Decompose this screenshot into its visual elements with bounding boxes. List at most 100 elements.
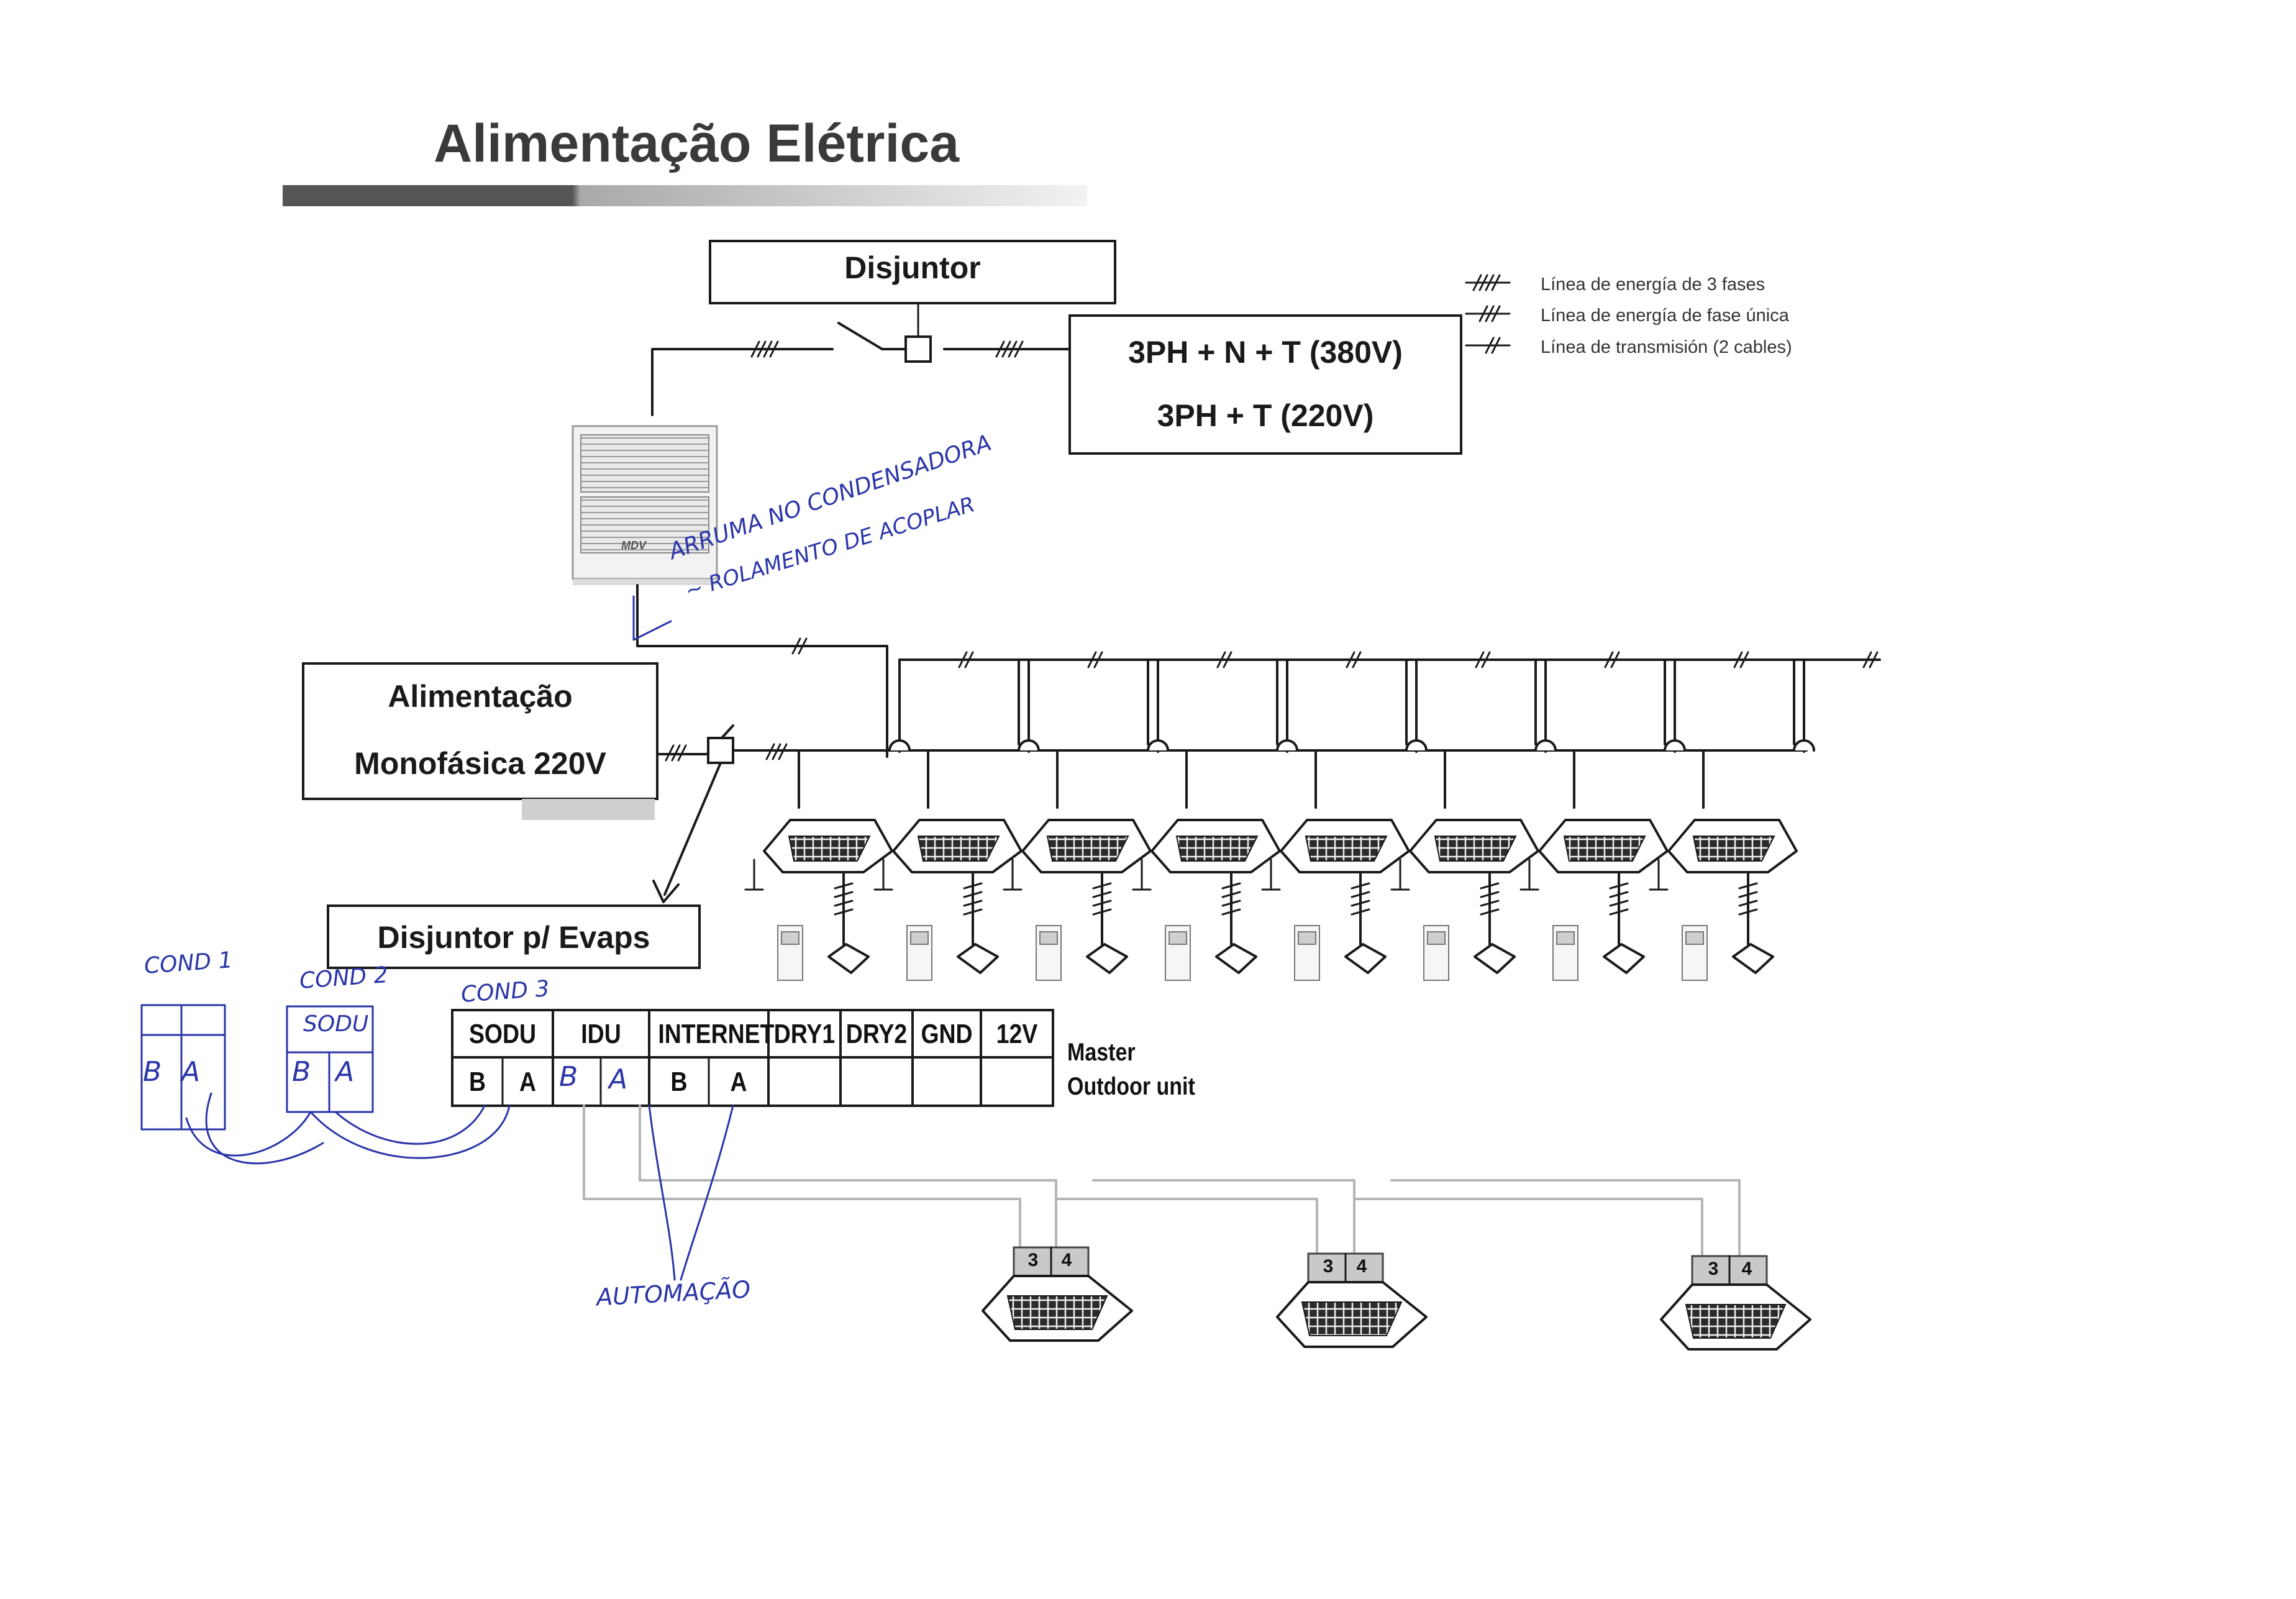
remote-control-screen-2 bbox=[910, 931, 929, 945]
evap-breaker-box bbox=[327, 904, 701, 969]
remote-wire-hatch-8-4 bbox=[1738, 908, 1758, 916]
indoor-comm-hatch-1-1 bbox=[958, 651, 968, 668]
single-phase-hatch-left-2 bbox=[671, 744, 681, 762]
single-phase-box bbox=[302, 662, 658, 800]
handwritten-wire-cond1-b bbox=[185, 1111, 312, 1157]
wired-controller-8 bbox=[1732, 943, 1774, 974]
handwritten-cond-1: COND 1 bbox=[143, 947, 234, 979]
remote-wire-hatch-7-4 bbox=[1609, 908, 1629, 916]
indoor-cassette-vent-4 bbox=[1175, 836, 1259, 862]
indoor-comm-hatch-7-2 bbox=[1739, 651, 1749, 668]
indoor-comm-hatch-5-1 bbox=[1475, 651, 1485, 668]
handwritten-wire-cond1-a bbox=[205, 1092, 324, 1165]
handwritten-cond1-box bbox=[140, 1004, 226, 1131]
remote-wire-hatch-7-1 bbox=[1609, 882, 1629, 890]
bus-crossing-arc-2 bbox=[1018, 739, 1040, 752]
remote-wire-hatch-6-3 bbox=[1480, 900, 1500, 907]
handwritten-cond-3: COND 3 bbox=[460, 976, 550, 1008]
handwritten-cond1-a: A bbox=[181, 1056, 201, 1088]
power-spec-box bbox=[1068, 314, 1462, 455]
evap-breaker-label: Disjuntor p/ Evaps bbox=[377, 920, 650, 955]
legend-hatch-1phase-2 bbox=[1485, 305, 1495, 322]
indoor-comm-hatch-6-1 bbox=[1604, 651, 1614, 668]
remote-wire-hatch-5-2 bbox=[1351, 891, 1370, 898]
bottom-cassette-vent-1 bbox=[1006, 1295, 1108, 1330]
legend-hatch-3phase-2 bbox=[1478, 274, 1488, 291]
indoor-comm-hatch-4-1 bbox=[1346, 651, 1355, 668]
legend-hatch-3phase-3 bbox=[1485, 274, 1495, 291]
handwritten-idu-a: A bbox=[609, 1064, 628, 1095]
remote-wire-hatch-2-2 bbox=[963, 891, 983, 898]
title-bar bbox=[283, 185, 1087, 206]
handwritten-cond2-box bbox=[286, 1005, 374, 1113]
handwritten-wire-internet-b bbox=[648, 1105, 676, 1281]
breaker-arrow-shaft bbox=[663, 762, 722, 896]
remote-control-screen-7 bbox=[1556, 931, 1575, 945]
page-title: Alimentação Elétrica bbox=[434, 114, 960, 173]
handwritten-wire-cond2-a bbox=[334, 1105, 486, 1145]
legend-hatch-3phase-4 bbox=[1491, 274, 1501, 291]
remote-wire-hatch-2-1 bbox=[963, 882, 983, 890]
remote-wire-hatch-1-2 bbox=[834, 891, 854, 898]
bus-crossing-arc-3 bbox=[1147, 739, 1169, 752]
indoor-comm-link-4 bbox=[1286, 658, 1408, 745]
terminal-header-idu: IDU bbox=[581, 1019, 621, 1049]
outdoor-transmission-hatch-1 bbox=[791, 637, 801, 655]
main-hatch-right-3 bbox=[1008, 340, 1018, 358]
outdoor-unit-brand: MDV bbox=[621, 539, 646, 552]
main-hatch-left-1 bbox=[750, 340, 760, 358]
legend-hatch-1phase-1 bbox=[1478, 305, 1488, 322]
legend-hatch-3phase-1 bbox=[1472, 274, 1482, 291]
legend-text-1phase: Línea de energía de fase única bbox=[1541, 306, 1789, 326]
wired-controller-3 bbox=[1086, 943, 1128, 974]
indoor-comm-hatch-6-2 bbox=[1610, 651, 1620, 668]
main-breaker-fuse bbox=[904, 335, 932, 363]
main-hatch-right-4 bbox=[1014, 340, 1024, 358]
terminal-header-dry2: DRY2 bbox=[845, 1019, 908, 1049]
remote-wire-hatch-6-2 bbox=[1480, 891, 1500, 898]
outdoor-unit-base bbox=[573, 579, 717, 585]
remote-wire-hatch-6-1 bbox=[1480, 882, 1500, 890]
cassette-3-terminal-3: 3 bbox=[1708, 1259, 1719, 1279]
legend-hatch-transmission-1 bbox=[1485, 337, 1495, 354]
remote-wire-hatch-5-3 bbox=[1351, 900, 1370, 907]
master-label-1: Master bbox=[1067, 1039, 1136, 1066]
indoor-comm-hatch-7-1 bbox=[1733, 651, 1743, 668]
terminal-header-sodu: SODU bbox=[468, 1019, 537, 1049]
remote-control-screen-4 bbox=[1168, 931, 1187, 945]
comm-line-6 bbox=[1390, 1179, 1741, 1260]
indoor-comm-hatch-1-2 bbox=[964, 651, 974, 668]
main-switch-blade bbox=[837, 322, 883, 350]
terminal-header-dry1: DRY1 bbox=[773, 1019, 836, 1049]
remote-control-screen-8 bbox=[1685, 931, 1704, 945]
bus-crossing-arc-4 bbox=[1276, 739, 1298, 752]
indoor-comm-link-2 bbox=[1027, 658, 1149, 745]
bus-crossing-arc-6 bbox=[1534, 739, 1557, 752]
remote-wire-hatch-8-2 bbox=[1738, 891, 1758, 898]
remote-wire-hatch-3-4 bbox=[1092, 908, 1112, 916]
remote-wire-hatch-4-3 bbox=[1221, 900, 1241, 907]
wired-controller-2 bbox=[957, 943, 999, 974]
indoor-comm-link-7 bbox=[1674, 658, 1795, 745]
remote-wire-hatch-1-1 bbox=[834, 882, 854, 890]
cassette-1-terminal-3: 3 bbox=[1027, 1250, 1039, 1270]
comm-line-2 bbox=[639, 1105, 1057, 1250]
wired-controller-6 bbox=[1474, 943, 1516, 974]
comm-line-1 bbox=[583, 1105, 1021, 1250]
legend-hatch-1phase-3 bbox=[1491, 305, 1501, 322]
wired-controller-7 bbox=[1603, 943, 1645, 974]
main-power-line-left bbox=[651, 348, 834, 416]
remote-wire-hatch-1-3 bbox=[834, 900, 854, 907]
handwritten-idu-b: B bbox=[559, 1061, 578, 1093]
remote-wire-hatch-1-4 bbox=[834, 908, 854, 916]
handwritten-note-pointer bbox=[632, 595, 672, 641]
handwritten-cond1-b: B bbox=[143, 1056, 162, 1088]
handwritten-sodu: SODU bbox=[303, 1011, 369, 1037]
remote-wire-hatch-2-4 bbox=[963, 908, 983, 916]
remote-wire-hatch-2-3 bbox=[963, 900, 983, 907]
terminal-value-sodu-b: B bbox=[468, 1067, 486, 1097]
remote-control-screen-6 bbox=[1427, 931, 1446, 945]
